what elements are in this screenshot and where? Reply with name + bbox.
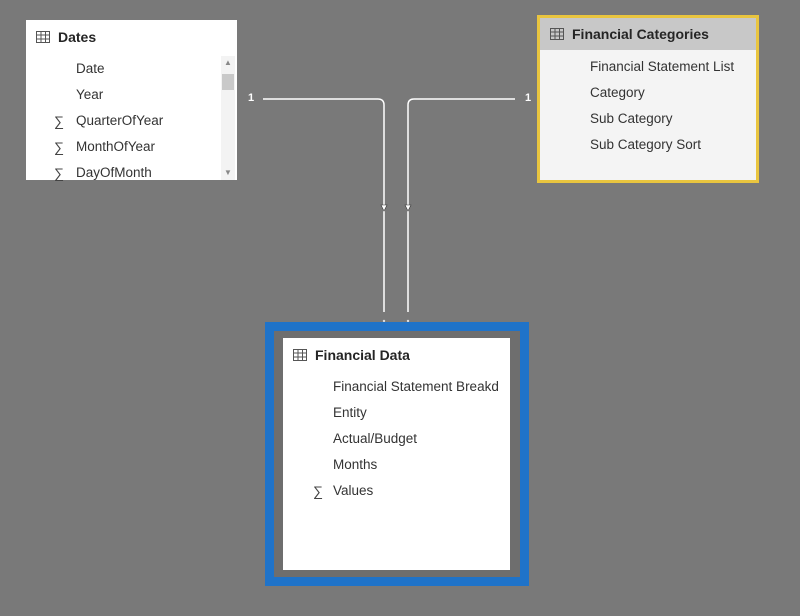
sigma-icon: ∑ <box>313 483 323 499</box>
table-icon <box>550 28 564 40</box>
cardinality-one-dates: 1 <box>248 92 255 104</box>
field-dayofmonth[interactable]: ∑DayOfMonth <box>26 160 221 186</box>
sigma-icon: ∑ <box>54 165 64 181</box>
filter-arrow-categories <box>404 204 412 212</box>
field-sub-category[interactable]: Sub Category <box>590 111 673 126</box>
field-actual-budget[interactable]: Actual/Budget <box>333 431 418 446</box>
relationship-line-categories <box>407 98 515 312</box>
field-list: Financial Statement List Category Sub Ca… <box>540 54 734 158</box>
highlight-frame <box>537 15 759 183</box>
field-monthofyear[interactable]: ∑MonthOfYear <box>26 134 221 160</box>
field-list: Financial Statement Breakd Entity Actual… <box>283 374 510 504</box>
field-date[interactable]: Date <box>76 61 105 76</box>
table-dates[interactable]: Dates Date Year ∑QuarterOfYear ∑MonthOfY… <box>26 20 237 181</box>
table-title: Financial Categories <box>572 26 709 42</box>
field-category[interactable]: Category <box>590 85 645 100</box>
field-list: Date Year ∑QuarterOfYear ∑MonthOfYear ∑D… <box>26 56 221 186</box>
field-year[interactable]: Year <box>76 87 104 102</box>
field-entity[interactable]: Entity <box>333 405 367 420</box>
scroll-down-icon[interactable]: ▼ <box>224 168 232 177</box>
field-values[interactable]: ∑Values <box>283 478 510 504</box>
table-header-dates[interactable]: Dates <box>26 20 237 54</box>
sigma-icon: ∑ <box>54 139 64 155</box>
scrollbar[interactable]: ▲ ▼ <box>221 56 235 180</box>
scroll-up-icon[interactable]: ▲ <box>224 58 232 67</box>
table-title: Financial Data <box>315 347 410 363</box>
table-icon <box>293 349 307 361</box>
sigma-icon: ∑ <box>54 113 64 129</box>
table-icon <box>36 31 50 43</box>
field-financial-statement-breakdown[interactable]: Financial Statement Breakd <box>333 379 499 394</box>
table-financial-data[interactable]: Financial Data Financial Statement Break… <box>283 338 510 570</box>
table-title: Dates <box>58 29 97 45</box>
cardinality-one-categories: 1 <box>525 92 532 104</box>
field-quarterofyear[interactable]: ∑QuarterOfYear <box>26 108 221 134</box>
field-financial-statement-list[interactable]: Financial Statement List <box>590 59 735 74</box>
field-sub-category-sort[interactable]: Sub Category Sort <box>590 137 702 152</box>
table-header-financial-data[interactable]: Financial Data <box>283 338 510 372</box>
scroll-thumb[interactable] <box>222 74 234 90</box>
table-header-financial-categories[interactable]: Financial Categories <box>540 18 756 50</box>
filter-arrow-dates <box>380 204 388 212</box>
table-financial-categories[interactable]: Financial Categories Financial Statement… <box>540 18 756 180</box>
relationship-line-dates <box>263 98 385 312</box>
field-months[interactable]: Months <box>333 457 378 472</box>
